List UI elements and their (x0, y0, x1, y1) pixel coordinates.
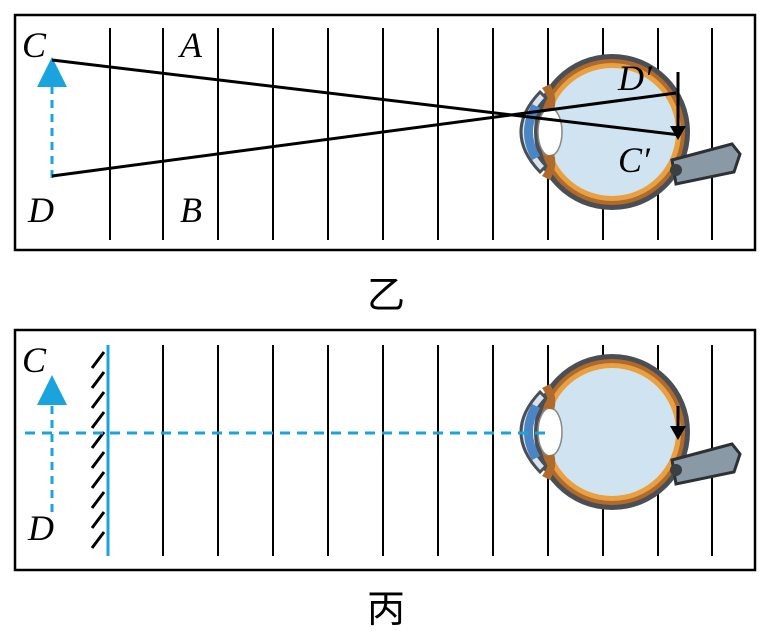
label-d-prime: D′ (617, 58, 653, 98)
label-c-bottom: C (22, 340, 47, 380)
bottom-panel: C D (13, 328, 757, 572)
caption-top: 乙 (367, 273, 405, 317)
label-b: B (180, 190, 202, 230)
eye-diagram-icon (519, 52, 742, 212)
eye-diagram-icon-bottom (519, 352, 742, 512)
caption-bottom: 丙 (367, 587, 405, 631)
top-panel: C A D′ C′ D B (13, 13, 757, 252)
label-d-top: D (27, 190, 54, 230)
ray-c-to-c-prime (51, 58, 681, 137)
label-a: A (178, 25, 203, 65)
label-c-top: C (22, 25, 47, 65)
label-d-bottom: D (27, 508, 54, 548)
ray-d-to-d-prime (51, 91, 677, 178)
label-c-prime: C′ (618, 140, 651, 180)
mirror-hatch-icon (90, 345, 110, 556)
